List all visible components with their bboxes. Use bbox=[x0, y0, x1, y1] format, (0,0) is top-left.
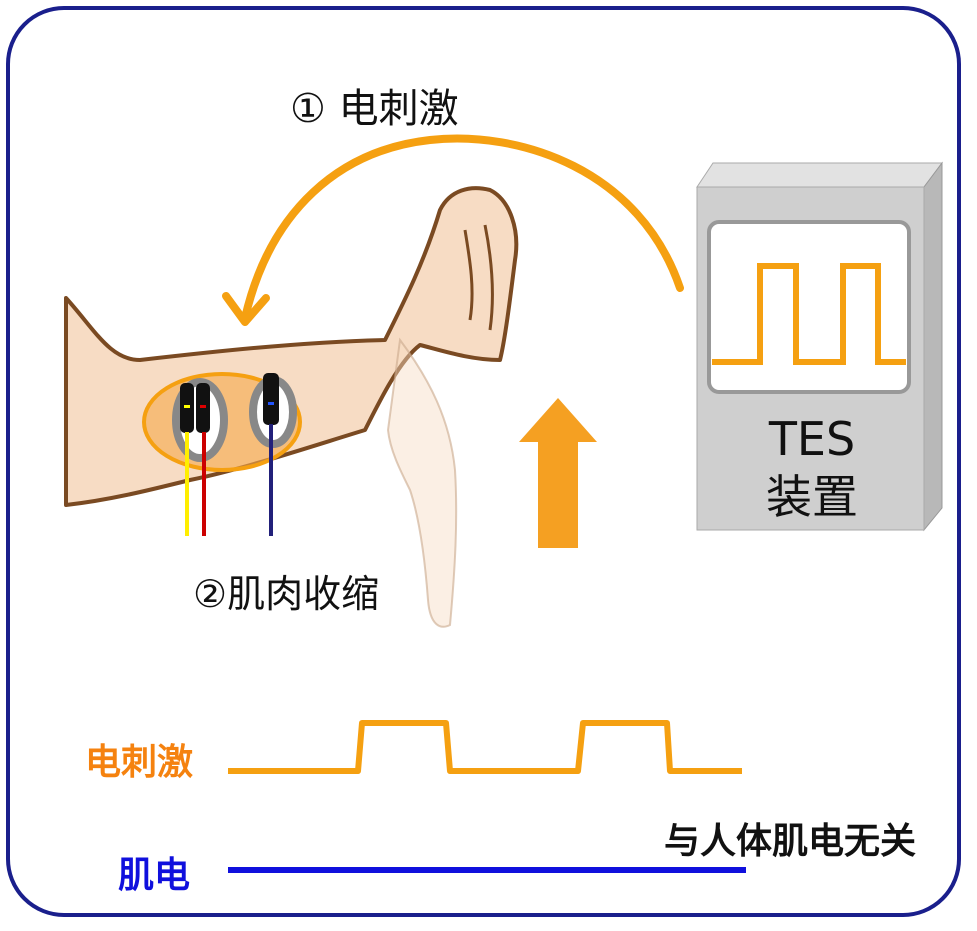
device-label-line2: 装置 bbox=[766, 470, 858, 524]
lowered-hand-ghost bbox=[386, 337, 458, 628]
step2-label: ②肌肉收缩 bbox=[193, 572, 380, 616]
device-label: TES 装置 bbox=[722, 410, 902, 526]
finger-lines bbox=[463, 224, 494, 331]
up-arrow-icon bbox=[519, 398, 597, 548]
note-label: 与人体肌电无关 bbox=[664, 821, 917, 862]
electrode-marker bbox=[268, 402, 274, 405]
device-top bbox=[696, 162, 943, 188]
emg-signal-label: 肌电 bbox=[118, 855, 191, 896]
curved-arrow-icon bbox=[241, 134, 684, 322]
device-label-line1: TES bbox=[768, 412, 856, 466]
electrode-marker bbox=[184, 405, 190, 408]
stim-waveform bbox=[228, 720, 742, 774]
stim-signal-label: 电刺激 bbox=[85, 742, 194, 783]
device-side bbox=[923, 161, 943, 532]
electrode-icon bbox=[263, 373, 279, 425]
electrode-marker bbox=[200, 405, 206, 408]
step1-label: ① 电刺激 bbox=[290, 86, 459, 132]
square-wave-icon bbox=[712, 263, 906, 365]
curved-arrow-head bbox=[222, 292, 270, 326]
